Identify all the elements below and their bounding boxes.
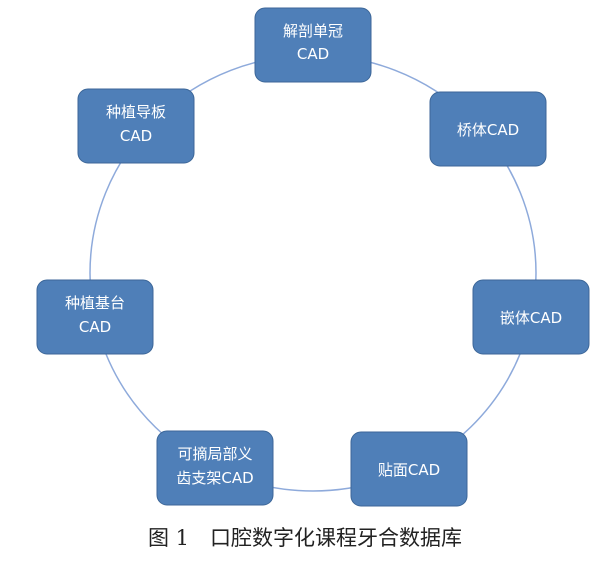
node-implant-abutment: 种植基台 CAD [36, 279, 154, 355]
figure-caption: 图 1 口腔数字化课程牙合数据库 [148, 526, 462, 550]
node-implant-guide-line1: 种植导板 [106, 103, 166, 121]
node-anatomic-crown: 解剖单冠 CAD [254, 7, 372, 83]
node-rpd-framework-line1: 可摘局部义 [177, 445, 252, 463]
node-inlay: 嵌体CAD [472, 279, 590, 355]
node-rpd-framework-line2: 齿支架CAD [176, 469, 253, 487]
node-veneer: 贴面CAD [350, 431, 468, 507]
node-bridge: 桥体CAD [429, 91, 547, 167]
node-implant-abutment-line2: CAD [79, 318, 111, 336]
node-implant-guide: 种植导板 CAD [77, 88, 195, 164]
node-anatomic-crown-line2: CAD [297, 45, 329, 63]
node-implant-guide-line2: CAD [120, 127, 152, 145]
node-implant-abutment-line1: 种植基台 [65, 294, 125, 312]
node-bridge-line1: 桥体CAD [457, 121, 519, 139]
node-inlay-line1: 嵌体CAD [500, 309, 562, 327]
node-rpd-framework: 可摘局部义 齿支架CAD [156, 430, 274, 506]
node-anatomic-crown-line1: 解剖单冠 [283, 22, 343, 40]
node-veneer-line1: 贴面CAD [378, 461, 440, 479]
